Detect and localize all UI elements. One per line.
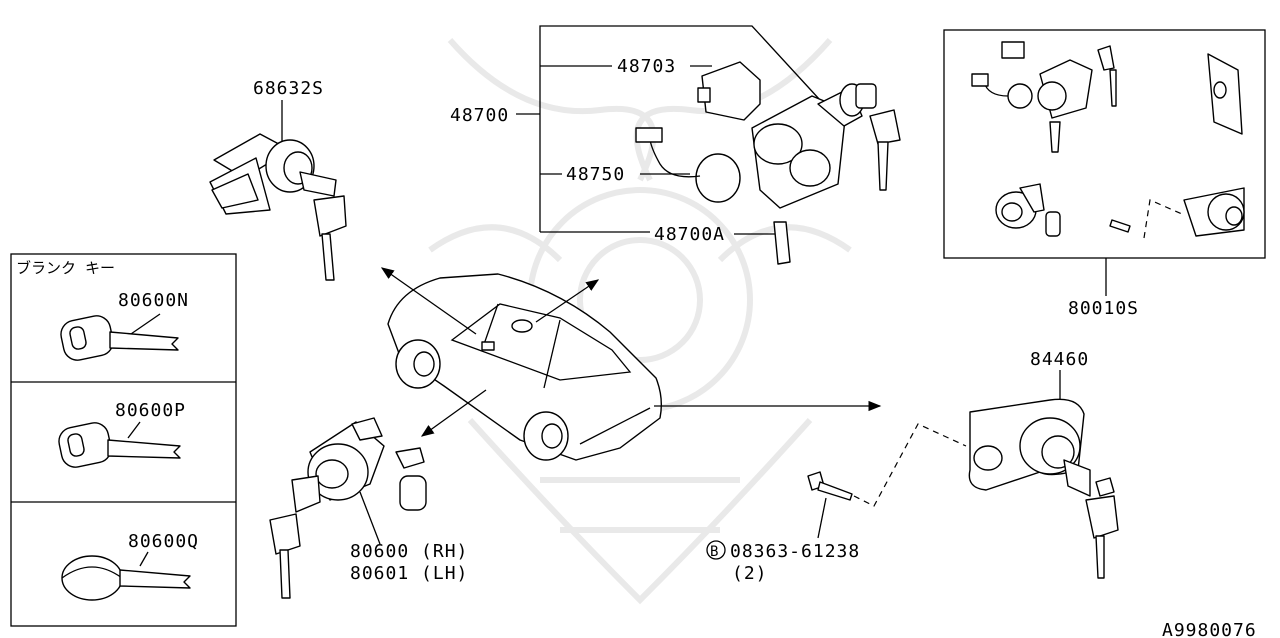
blank-key-q: 80600Q [61,531,199,601]
callout-80010s: 80010S [1068,298,1139,319]
callout-80600-rh: 80600 (RH) [350,541,468,562]
callout-68632s: 68632S [253,78,324,99]
door-lock-80600: 80600 (RH) 80601 (LH) [269,417,468,599]
callout-48700a: 48700A [654,224,725,245]
blank-key-n: 80600N [60,290,189,361]
trunk-lock-84460: 84460 [968,349,1119,579]
callout-84460: 84460 [1030,349,1089,370]
steering-lock-set: 48700 48703 48750 48700A [450,25,901,265]
blank-key-title: ブランク キー [16,259,115,277]
diagram-code: A9980076 [1162,620,1257,638]
vehicle-body [387,273,663,461]
callout-48703: 48703 [617,56,676,77]
blank-key-panel: ブランク キー 80600N 80600P 80600Q [10,253,237,627]
pointer-arrows [380,267,882,437]
blank-key-p: 80600P [58,400,186,468]
callout-48750: 48750 [566,164,625,185]
blank-key-q-part-number: 80600Q [128,531,199,552]
callout-80601-lh: 80601 (LH) [350,563,468,584]
blank-key-p-part-number: 80600P [115,400,186,421]
blank-key-n-part-number: 80600N [118,290,189,311]
bolt-guide-line [853,423,967,507]
callout-bolt-part-number: 08363-61238 [730,541,860,562]
bolt-08363-61238: B 08363-61238 (2) [706,471,860,584]
lock-68632s: 68632S [209,78,347,281]
bolt-marker: B [710,544,718,560]
lock-set-kit-80010s: 80010S [943,29,1266,319]
callout-bolt-qty: (2) [732,563,768,584]
callout-48700: 48700 [450,105,509,126]
